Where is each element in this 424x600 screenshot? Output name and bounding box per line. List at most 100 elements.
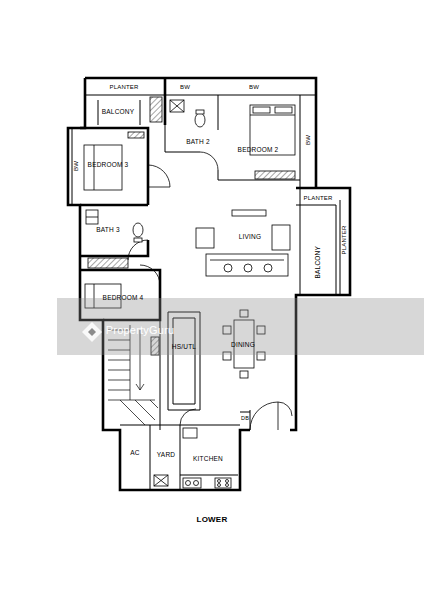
- plan-line: [170, 100, 184, 112]
- plan-path: [278, 402, 279, 430]
- plan-line: [108, 400, 155, 401]
- room-label: KITCHEN: [193, 456, 223, 463]
- room-label: AC: [130, 450, 139, 457]
- plan-rect: [86, 210, 98, 224]
- window-label: BW: [180, 84, 190, 90]
- plan-rect: [154, 475, 168, 486]
- plan-circle: [218, 480, 221, 483]
- plan-line: [250, 115, 295, 116]
- plan-path: [296, 188, 350, 398]
- planter-label: PLANTER: [109, 84, 138, 90]
- room-label: BEDROOM 2: [238, 147, 279, 154]
- plan-ellipse: [195, 113, 205, 127]
- plan-line: [108, 370, 130, 371]
- plan-path: [148, 165, 170, 187]
- plan-circle: [186, 481, 191, 486]
- planter-label: PLANTER: [303, 195, 332, 201]
- plan-rect: [57, 298, 424, 355]
- room-label: BALCONY: [315, 246, 322, 278]
- room-label: BATH 3: [96, 227, 119, 234]
- plan-line: [108, 380, 130, 381]
- plan-path: [165, 95, 218, 130]
- room-label: LIVING: [239, 234, 262, 241]
- plan-path: [218, 95, 316, 96]
- plan-ellipse: [133, 223, 143, 237]
- plan-path: [140, 100, 141, 125]
- plan-circle: [226, 480, 229, 483]
- plan-rect: [150, 97, 162, 122]
- plan-path: [128, 240, 148, 260]
- plan-circle: [226, 484, 229, 487]
- caption: LOWER: [197, 516, 228, 524]
- plan-path: [148, 165, 170, 187]
- plan-rect: [272, 225, 290, 250]
- plan-path: [98, 100, 99, 125]
- door-swings: [128, 152, 292, 430]
- plan-path: [290, 398, 296, 430]
- plan-path: [68, 78, 250, 490]
- room-label: BEDROOM 4: [103, 295, 144, 302]
- plan-rect: [183, 428, 197, 438]
- plan-path: [300, 95, 301, 180]
- plan-path: [150, 425, 151, 490]
- plan-path: [296, 205, 336, 295]
- watermark: PropertyGuru: [106, 325, 174, 336]
- plan-path: [218, 170, 300, 188]
- plan-circle: [218, 484, 221, 487]
- plan-rect: [206, 254, 288, 276]
- room-label: HS/UTL: [172, 344, 196, 351]
- planter-label: PLANTER: [341, 225, 347, 254]
- plan-path: [140, 265, 160, 285]
- plan-rect: [240, 371, 248, 378]
- plan-path: [88, 328, 96, 336]
- window-label: BW: [73, 161, 79, 171]
- plan-line: [108, 390, 130, 391]
- plan-line: [210, 260, 284, 261]
- room-label: DINING: [231, 342, 255, 349]
- plan-rect: [196, 228, 214, 248]
- plan-path: [300, 188, 301, 295]
- plan-circle: [264, 264, 272, 272]
- room-label: BALCONY: [102, 109, 134, 116]
- plan-rect: [275, 107, 292, 113]
- plan-rect: [183, 478, 201, 488]
- plan-path: [72, 128, 73, 205]
- plan-path: [340, 200, 341, 295]
- plan-line: [108, 360, 130, 361]
- furniture: [84, 100, 295, 488]
- plan-circle: [224, 264, 232, 272]
- plan-path: [180, 425, 181, 490]
- plan-line: [120, 400, 145, 425]
- plan-rect: [215, 478, 231, 488]
- thin-walls: [72, 95, 340, 490]
- plan-path: [180, 409, 196, 425]
- plan-path: [85, 95, 165, 96]
- plan-line: [86, 217, 98, 218]
- plan-path: [278, 402, 292, 416]
- plan-rect: [196, 110, 204, 114]
- thick-walls: [68, 78, 350, 490]
- plan-rect: [170, 100, 184, 112]
- plan-path: [80, 128, 148, 205]
- plan-rect: [128, 132, 144, 138]
- plan-line: [150, 400, 158, 408]
- plan-path: [200, 152, 218, 170]
- plan-path: [82, 322, 102, 342]
- plan-circle: [194, 481, 199, 486]
- plan-rect: [134, 238, 142, 242]
- plan-path: [164, 78, 167, 125]
- plan-rect: [88, 258, 128, 268]
- plan-line: [154, 475, 168, 486]
- window-label: BW: [305, 135, 311, 145]
- plan-line: [170, 100, 184, 112]
- room-label: DB: [241, 416, 249, 422]
- room-label: BATH 2: [186, 139, 209, 146]
- plan-path: [180, 475, 238, 476]
- plan-line: [154, 475, 168, 486]
- watermark-band: [57, 298, 424, 355]
- plan-path: [80, 204, 148, 207]
- plan-rect: [253, 107, 270, 113]
- window-label: BW: [249, 84, 259, 90]
